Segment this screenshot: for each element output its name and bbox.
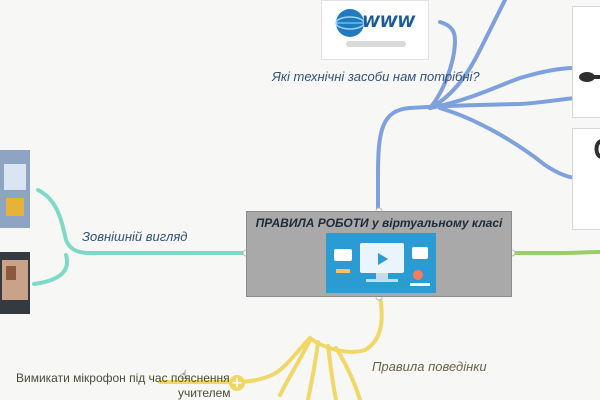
online-class-illustration	[326, 233, 436, 293]
www-globe-icon: WWW	[335, 9, 416, 47]
add-child-button[interactable]: +	[229, 375, 245, 391]
www-text: WWW	[362, 12, 416, 31]
branch-appearance	[32, 188, 248, 286]
microphone-icon	[579, 72, 600, 82]
appearance-photo-2[interactable]	[0, 252, 30, 314]
behavior-item-1[interactable]: Вимикати мікрофон під час пояснення	[16, 371, 230, 385]
central-topic-title: ПРАВИЛА РОБОТИ у віртуальному класі	[255, 216, 503, 230]
branch-label-behavior-rules[interactable]: Правила поведінки	[372, 359, 487, 374]
right-card-middle[interactable]	[572, 128, 600, 230]
hand-pointer-icon: ☝	[180, 368, 188, 382]
plus-icon: +	[231, 375, 243, 391]
www-image-node[interactable]: WWW	[321, 0, 429, 60]
video-call-photo-image	[0, 252, 30, 314]
branch-label-appearance[interactable]: Зовнішній вигляд	[82, 229, 187, 244]
branch-label-appearance-text: Зовнішній вигляд	[82, 229, 188, 244]
branch-label-technical-tools-text: Які технічні засоби нам потрібні?	[272, 69, 480, 84]
branch-label-behavior-rules-text: Правила поведінки	[372, 359, 487, 374]
central-topic[interactable]: ПРАВИЛА РОБОТИ у віртуальному класі	[246, 211, 512, 297]
behavior-item-1-text: Вимикати мікрофон під час пояснення	[16, 371, 230, 385]
branch-behavior-rules	[158, 295, 384, 400]
branch-right	[510, 250, 600, 255]
branch-label-technical-tools[interactable]: Які технічні засоби нам потрібні?	[272, 69, 480, 85]
right-card-top[interactable]	[572, 6, 600, 118]
headset-icon	[594, 139, 600, 159]
branch-technical-tools	[376, 0, 580, 213]
classroom-photo-image	[0, 150, 30, 228]
behavior-item-1-text-line2: учителем	[178, 386, 231, 400]
appearance-photo-1[interactable]	[0, 150, 30, 228]
behavior-item-1-line2: учителем	[178, 386, 231, 400]
